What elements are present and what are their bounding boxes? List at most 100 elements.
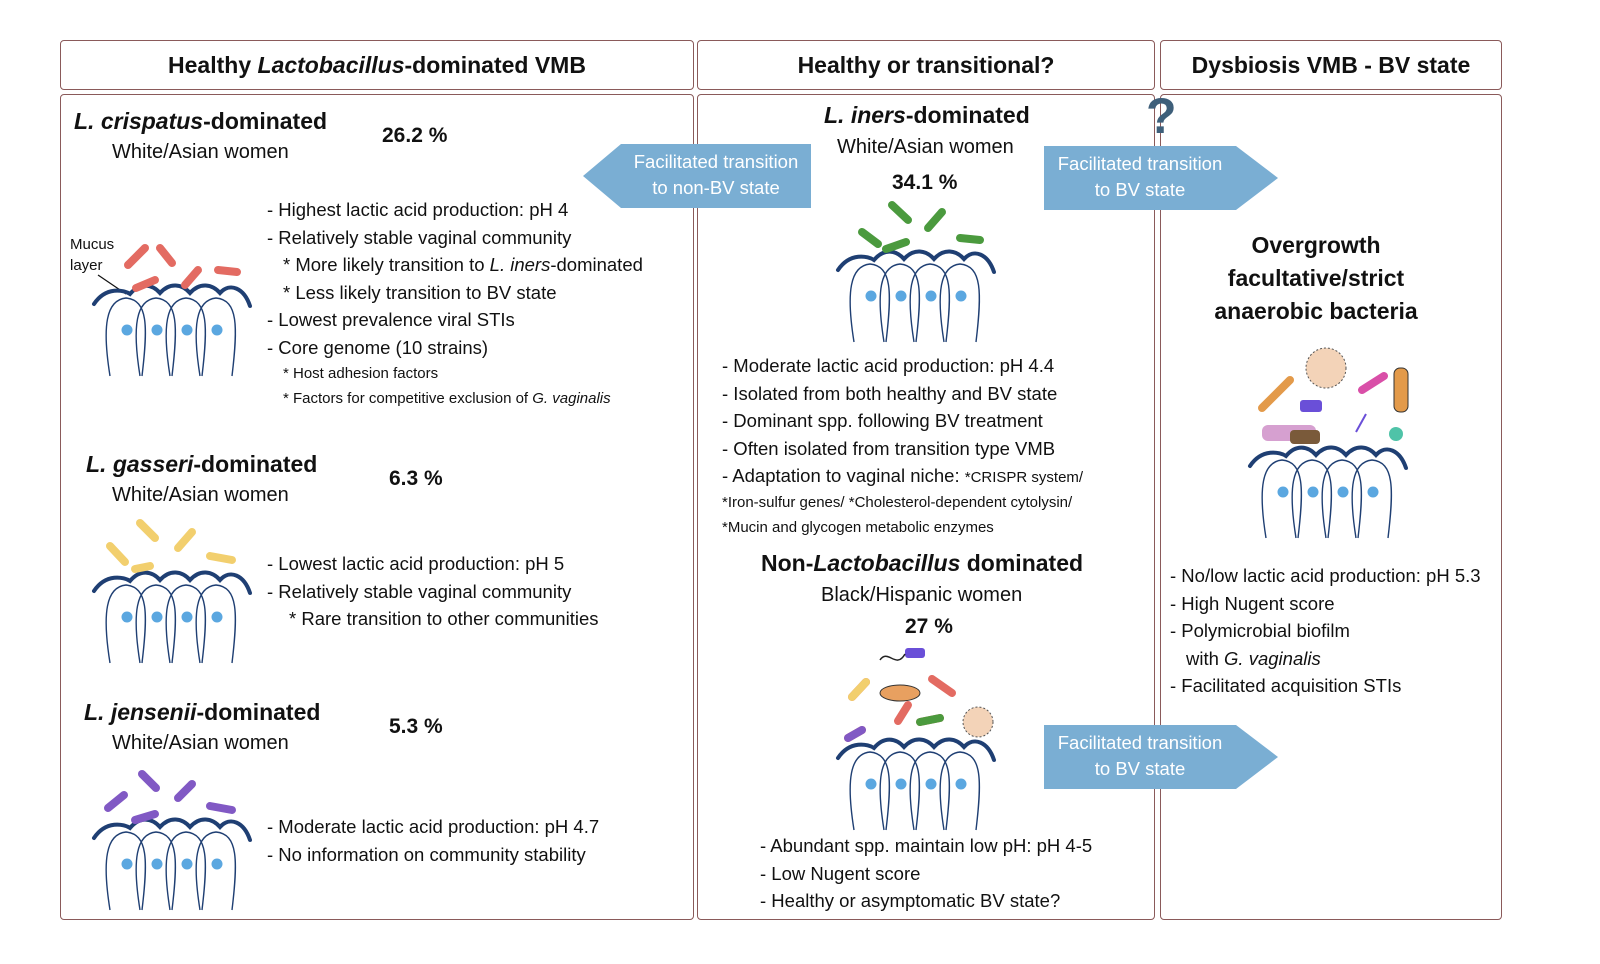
iners-epithelium-cell: [879, 263, 921, 343]
iners-bullets: - Moderate lactic acid production: pH 4.…: [722, 352, 1083, 540]
bv-cluster-bacterium: [1389, 427, 1403, 441]
crispatus-bacterium: [156, 244, 176, 267]
arrow-to-non-bv: Facilitated transition to non-BV state: [583, 144, 811, 208]
bv-title: Overgrowth facultative/strict anaerobic …: [1164, 229, 1468, 328]
nonlacto-title: Non-Lactobacillus dominated: [761, 550, 1083, 577]
crispatus-bullet-3-pre: * More likely transition to: [283, 254, 490, 275]
nonlacto-epithelium-nucleus: [925, 778, 937, 790]
bv-bullets: - No/low lactic acid production: pH 5.3 …: [1170, 562, 1481, 700]
crispatus-title-post: -dominated: [203, 108, 328, 134]
mucus-label-line1: Mucus: [70, 236, 115, 253]
nonlacto-spiky-bacterium: [879, 684, 921, 702]
crispatus-epithelium-mucus-layer: [92, 283, 252, 308]
jensenii-title: L. jensenii-dominated: [84, 699, 320, 726]
crispatus-epithelium-nucleus: [121, 324, 133, 336]
bv-flagellated-bacterium: [1355, 413, 1367, 433]
bv-bacterium-pink: [1358, 372, 1388, 394]
nonlacto-bacterium-yellow: [848, 678, 870, 701]
gasseri-bullet-2: - Relatively stable vaginal community: [267, 580, 572, 602]
mucus-label-line2: layer: [70, 257, 103, 274]
jensenii-epithelium-nucleus: [181, 858, 193, 870]
iners-title: L. iners-dominated: [824, 102, 1030, 129]
iners-epithelium-cell: [939, 263, 981, 343]
iners-bullet-5-small: *CRISPR system/: [964, 469, 1084, 486]
gasseri-epithelium-cell: [135, 584, 177, 664]
jensenii-epithelium-cell: [135, 831, 177, 911]
bv-bullet-4-pre: with: [1186, 647, 1225, 669]
nonlacto-epithelium-cell: [909, 751, 951, 831]
nonlacto-epithelium-nucleus: [865, 778, 877, 790]
arrow-to-non-bv-label: Facilitated transition to non-BV state: [621, 149, 811, 201]
bv-coiled-bacterium: [1305, 347, 1347, 389]
jensenii-bullets: - Moderate lactic acid production: pH 4.…: [267, 813, 599, 868]
iners-bullet-7: *Mucin and glycogen metabolic enzymes: [722, 519, 994, 536]
nonlacto-epithelium-nucleus: [895, 778, 907, 790]
bv-epithelium-nucleus: [1337, 486, 1349, 498]
panel-healthy: [60, 94, 694, 920]
gasseri-title-post: -dominated: [193, 451, 318, 477]
gasseri-bacterium: [174, 528, 196, 552]
iners-bacterium: [888, 201, 912, 224]
gasseri-title: L. gasseri-dominated: [86, 451, 317, 478]
gasseri-epithelium-mucus-layer: [92, 570, 252, 595]
bv-bullet-2: - High Nugent score: [1170, 592, 1335, 614]
bv-title-line2: facultative/strict: [1227, 265, 1405, 291]
crispatus-bacterium: [181, 266, 202, 289]
iners-bullet-6: *Iron-sulfur genes/ *Cholesterol-depende…: [722, 494, 1073, 511]
header-healthy: Healthy Lactobacillus-dominated VMB: [60, 40, 694, 90]
crispatus-bullet-6: - Core genome (10 strains): [267, 336, 489, 358]
arrow-to-bv-1-line2: to BV state: [1094, 179, 1186, 200]
gasseri-epithelium-nucleus: [121, 611, 133, 623]
nonlacto-coiled-bacterium: [962, 706, 994, 738]
crispatus-bullet-2: - Relatively stable vaginal community: [267, 226, 572, 248]
bv-epithelium-nucleus: [1277, 486, 1289, 498]
bv-epithelium-cell: [1291, 459, 1333, 539]
crispatus-epithelium-nucleus: [211, 324, 223, 336]
crispatus-bullet-1: - Highest lactic acid production: pH 4: [267, 199, 569, 220]
crispatus-title: L. crispatus-dominated: [74, 108, 327, 135]
nonlacto-spiral-bacterium: [905, 648, 925, 658]
arrow-to-bv-2-line1: Facilitated transition: [1057, 732, 1223, 753]
arrow-to-bv-2: Facilitated transition to BV state: [1044, 725, 1278, 789]
question-mark: ?: [1146, 88, 1177, 144]
bv-bullet-1: - No/low lactic acid production: pH 5.3: [1170, 565, 1481, 586]
nonlacto-bacterium: [894, 701, 912, 725]
nonlacto-title-post: dominated: [960, 550, 1084, 576]
header-healthy-italic: Lactobacillus: [257, 51, 405, 78]
jensenii-epithelium-cell: [195, 831, 237, 911]
nonlacto-title-italic: Lactobacillus: [813, 550, 961, 576]
nonlacto-bullets: - Abundant spp. maintain low pH: pH 4-5 …: [760, 832, 1092, 915]
crispatus-bacterium: [124, 244, 149, 269]
nonlacto-epithelium-mucus-layer: [836, 737, 996, 762]
jensenii-bacterium: [138, 770, 160, 792]
bv-spiral-bacterium: [1300, 400, 1322, 412]
bv-bacterium-orange: [1258, 376, 1294, 412]
crispatus-bullet-8-italic: G. vaginalis: [532, 390, 611, 407]
nonlacto-bullet-3: - Healthy or asymptomatic BV state?: [760, 890, 1061, 911]
crispatus-percent: 26.2 %: [382, 124, 448, 147]
iners-epithelium-cell: [909, 263, 951, 343]
arrow-to-bv-1: Facilitated transition to BV state: [1044, 146, 1278, 210]
jensenii-bullet-1: - Moderate lactic acid production: pH 4.…: [267, 816, 600, 837]
iners-bullet-1: - Moderate lactic acid production: pH 4.…: [722, 355, 1055, 376]
gasseri-epithelium-nucleus: [151, 611, 163, 623]
gasseri-epithelium-cell: [165, 584, 207, 664]
header-dysbiosis: Dysbiosis VMB - BV state: [1160, 40, 1502, 90]
bv-biofilm-brown: [1290, 430, 1320, 444]
bv-bullet-3: - Polymicrobial biofilm: [1170, 620, 1350, 641]
bv-epithelium-cell: [1261, 459, 1303, 539]
arrow-to-non-bv-line1: Facilitated transition: [633, 151, 799, 172]
jensenii-epithelium-nucleus: [121, 858, 133, 870]
nonlacto-epithelium-nucleus: [955, 778, 967, 790]
nonlacto-bacterium: [928, 675, 956, 697]
iners-epithelium-nucleus: [895, 290, 907, 302]
bv-bacterium-rod: [1393, 367, 1409, 413]
nonlacto-epithelium-cell: [849, 751, 891, 831]
jensenii-title-post: -dominated: [196, 699, 321, 725]
header-transitional: Healthy or transitional?: [697, 40, 1155, 90]
gasseri-title-italic: L. gasseri: [86, 451, 194, 477]
iners-epithelium-nucleus: [925, 290, 937, 302]
mucus-layer-label: Mucus layer: [70, 234, 114, 276]
gasseri-epithelium-cell: [105, 584, 147, 664]
